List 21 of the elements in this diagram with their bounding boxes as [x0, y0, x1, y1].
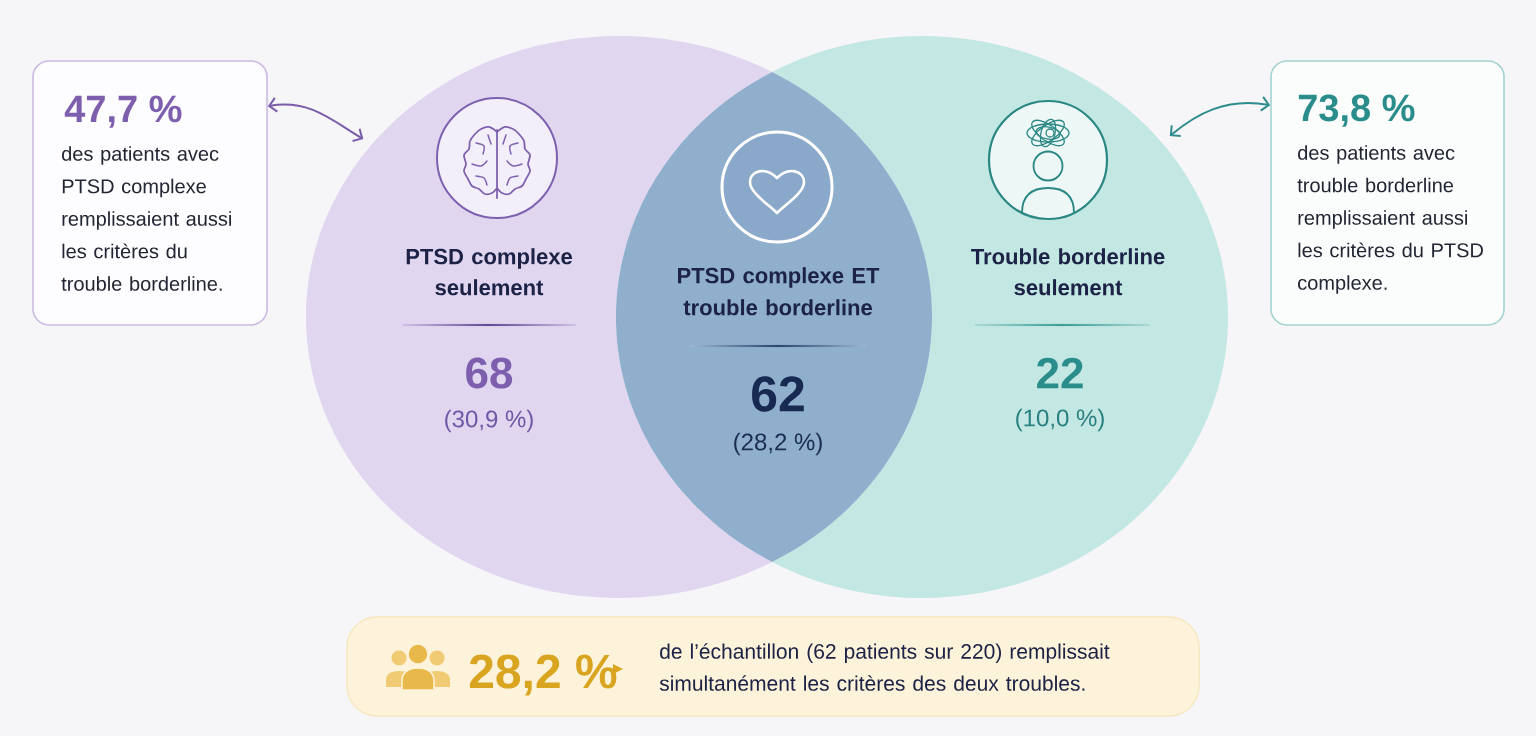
overlap-region [616, 71, 932, 562]
count-number: 62 [752, 376, 804, 412]
percentage-value: 73,8 % [1298, 94, 1415, 127]
count-number: 68 [466, 357, 513, 389]
region-heading: Trouble borderline seulement [971, 248, 1165, 296]
percentage-label: (30,9 %) [445, 409, 533, 433]
percentage-label: (10,0 %) [1016, 408, 1104, 432]
percentage-value: 28,2 % [469, 654, 617, 696]
callout-box [32, 60, 268, 326]
summary-text: de l’échantillon (62 patients sur 220) remplissait simultanément les critères des deux troubles. [659, 643, 1110, 691]
summary-banner [346, 616, 1200, 717]
callout-text: des patients avec PTSD complexe remplissaient aussi les critères du trouble borderline. [61, 146, 231, 291]
region-heading: PTSD complexe seulement [406, 248, 572, 296]
percentage-value: 47,7 % [64, 95, 182, 128]
callout-box [1270, 60, 1505, 326]
double-arrow [267, 96, 364, 142]
double-arrow [1169, 95, 1271, 138]
count-number: 22 [1037, 357, 1083, 389]
callout-text: des patients avec trouble borderline remplissaient aussi les critères du PTSD complexe. [1297, 145, 1483, 294]
percentage-label: (28,2 %) [734, 432, 822, 456]
region-heading: PTSD complexe ET trouble borderline [678, 267, 880, 316]
